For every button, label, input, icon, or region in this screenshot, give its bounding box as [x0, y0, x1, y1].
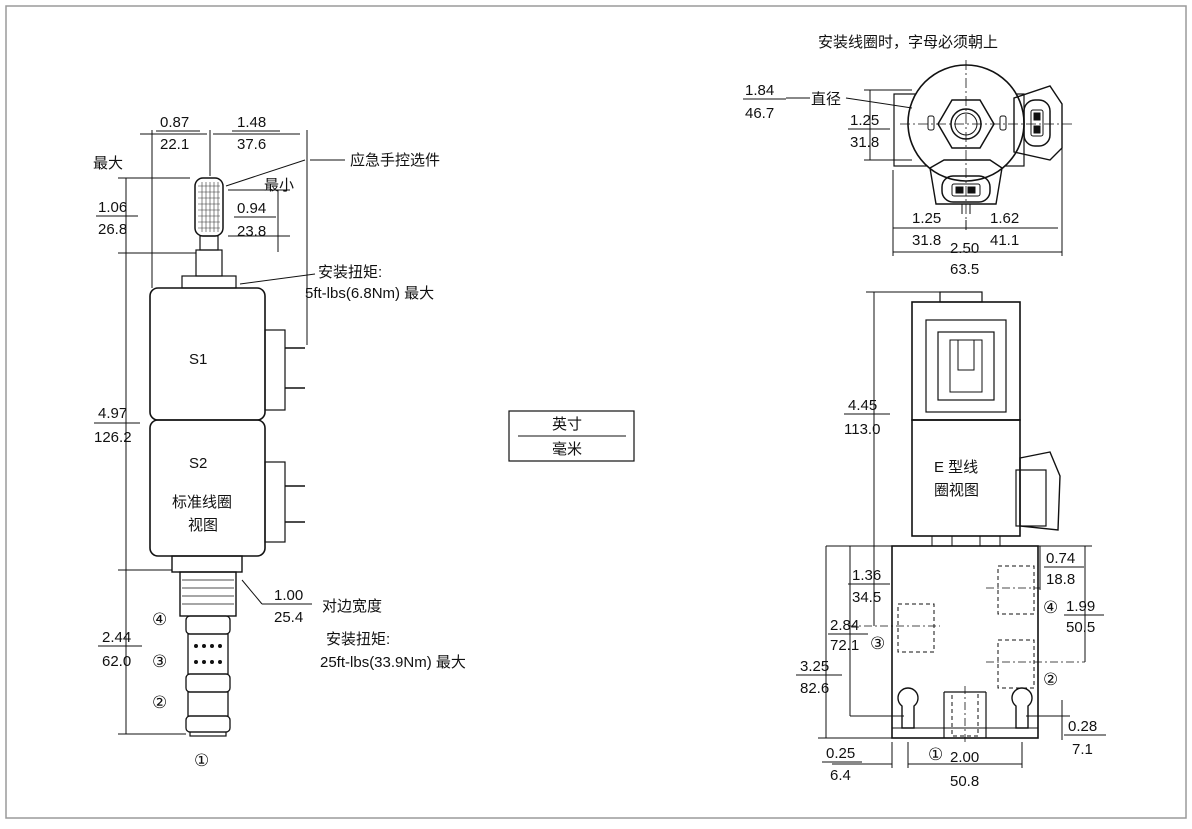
unit-inch-label: 英寸: [552, 415, 582, 433]
dim-162-in: 1.62: [990, 210, 1019, 227]
dim-106-mm: 26.8: [98, 221, 127, 238]
dim-284-mm: 72.1: [830, 637, 859, 654]
dim-184-mm: 46.7: [745, 105, 774, 122]
dim-445-in: 4.45: [848, 397, 877, 414]
torque2-value: 25ft-lbs(33.9Nm) 最大: [320, 654, 466, 671]
emergency-override-label: 应急手控选件: [350, 151, 440, 169]
e-view-label-2: 圈视图: [934, 482, 979, 499]
e-view-label-1: E 型线: [934, 459, 978, 476]
standard-coil-view: [149, 177, 305, 737]
dim-087-in: 0.87: [160, 114, 189, 131]
dim-200-in: 2.00: [950, 749, 979, 766]
dim-100-in: 1.00: [274, 587, 303, 604]
dim-094-in: 0.94: [237, 200, 266, 217]
dim-325-in: 3.25: [800, 658, 829, 675]
dim-244-mm: 62.0: [102, 653, 131, 670]
hex-width-label: 对边宽度: [322, 598, 382, 615]
dim-200-mm: 50.8: [950, 773, 979, 790]
max-label-top: 最大: [93, 155, 123, 172]
dim-199-in: 1.99: [1066, 598, 1095, 615]
e-coil-lower: [911, 419, 1021, 537]
coil-nut: [181, 275, 237, 289]
mount-slot-right: [1011, 687, 1033, 729]
port-4-left: ④: [152, 610, 167, 629]
manual-override-knob: [194, 177, 224, 237]
dim-148-in: 1.48: [237, 114, 266, 131]
dim-136-mm: 34.5: [852, 589, 881, 606]
torque2-title: 安装扭矩:: [326, 631, 390, 648]
dim-106-in: 1.06: [98, 199, 127, 216]
torque1-value: 5ft-lbs(6.8Nm) 最大: [305, 285, 434, 302]
coil-s1: [149, 287, 266, 421]
coil-s1-label: S1: [189, 351, 207, 368]
dim-100-mm: 25.4: [274, 609, 303, 626]
dim-125b-in: 1.25: [912, 210, 941, 227]
dim-497-mm: 126.2: [94, 429, 132, 446]
min-label: 最小: [264, 177, 294, 194]
dim-125a-in: 1.25: [850, 112, 879, 129]
dim-148-mm: 37.6: [237, 136, 266, 153]
left-dim-texts: 0.87 22.1 1.48 37.6 最大 1.06 26.8 最小 0.94…: [93, 114, 466, 770]
dim-284-in: 2.84: [830, 617, 859, 634]
coil-s2-label: S2: [189, 455, 207, 472]
e-view-texts: 4.45 113.0 E 型线 圈视图 1.36 34.5 2.84 72.1 …: [796, 397, 1106, 790]
e-coil-view: [848, 291, 1085, 742]
dim-199-mm: 50.5: [1066, 619, 1095, 636]
install-note: 安装线圈时，字母必须朝上: [818, 34, 998, 51]
dim-244-in: 2.44: [102, 629, 131, 646]
e-coil-connector: [1019, 451, 1061, 531]
dim-445-mm: 113.0: [844, 421, 880, 438]
dim-028-mm: 7.1: [1072, 741, 1093, 758]
dim-074-mm: 18.8: [1046, 571, 1075, 588]
hex-body: [171, 555, 243, 573]
knob-knurl: [198, 182, 220, 232]
dim-325-mm: 82.6: [800, 680, 829, 697]
port-3-right: ③: [870, 634, 885, 653]
diameter-label: 直径: [811, 91, 841, 108]
torque1-title: 安装扭矩:: [318, 264, 382, 281]
port-2-left: ②: [152, 693, 167, 712]
top-view: [893, 60, 1072, 220]
standard-view-label-1: 标准线圈: [172, 494, 232, 511]
dim-028-in: 0.28: [1068, 718, 1097, 735]
port-2-right: ②: [1043, 670, 1058, 689]
dim-497-in: 4.97: [98, 405, 127, 422]
dim-250-in: 2.50: [950, 240, 979, 257]
dim-136-in: 1.36: [852, 567, 881, 584]
dim-125b-mm: 31.8: [912, 232, 941, 249]
dim-125a-mm: 31.8: [850, 134, 879, 151]
e-view-dimension-lines: [818, 291, 1092, 768]
dim-025-mm: 6.4: [830, 767, 851, 784]
port-3-left: ③: [152, 652, 167, 671]
drawing-border: [5, 5, 1187, 819]
top-view-dimension-lines: [786, 89, 1063, 256]
top-view-texts: 安装线圈时，字母必须朝上 1.84 46.7 直径 1.25 31.8 1.25…: [743, 34, 1019, 278]
dim-094-mm: 23.8: [237, 223, 266, 240]
cartridge-seal-4: [185, 615, 231, 635]
port-1-right: ①: [928, 745, 943, 764]
standard-view-label-2: 视图: [188, 517, 218, 534]
dim-184-in: 1.84: [745, 82, 774, 99]
dim-250-mm: 63.5: [950, 261, 979, 278]
dim-025-in: 0.25: [826, 745, 855, 762]
port-1-left: ①: [194, 751, 209, 770]
dim-087-mm: 22.1: [160, 136, 189, 153]
unit-legend: 英寸 毫米: [508, 410, 635, 462]
dim-074-in: 0.74: [1046, 550, 1075, 567]
coil-s2: [149, 419, 266, 557]
unit-mm-label: 毫米: [552, 440, 582, 458]
left-dimension-lines: [118, 130, 345, 735]
mount-slot-left: [897, 687, 919, 729]
port-4-right: ④: [1043, 598, 1058, 617]
dim-162-mm: 41.1: [990, 232, 1019, 249]
